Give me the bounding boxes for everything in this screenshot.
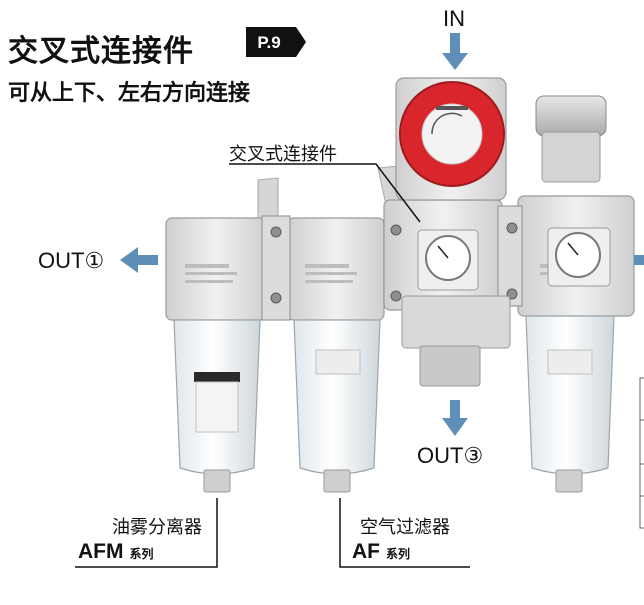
cross-connector-callout: 交叉式连接件 <box>229 144 337 165</box>
out1-port-label: OUT① <box>38 248 105 273</box>
af-series-label: 系列 <box>386 547 411 561</box>
table-edge <box>639 377 644 529</box>
page-title: 交叉式连接件 <box>8 34 194 69</box>
drain-valves <box>203 469 583 493</box>
pressure-gauge-right <box>547 227 611 287</box>
out3-port-label: OUT③ <box>417 443 484 468</box>
pressure-gauge-center <box>417 229 479 291</box>
afm-series-caption: AFM 系列 <box>78 540 154 564</box>
out3-arrow <box>442 400 468 436</box>
page-reference-label: P.9 <box>257 33 280 52</box>
in-arrow <box>442 33 468 70</box>
out1-arrow <box>120 247 158 273</box>
flow-arrows <box>120 33 644 436</box>
callout-lines <box>75 163 470 568</box>
connector-screws <box>270 222 518 304</box>
afm-code: AFM <box>78 540 124 563</box>
regulator-knob-grey <box>535 95 607 183</box>
af-code: AF <box>352 540 380 563</box>
filter-bowls <box>173 315 615 475</box>
af-name: 空气过滤器 <box>360 517 450 538</box>
af-series-caption: AF 系列 <box>352 540 410 564</box>
bowl-elements <box>194 349 593 433</box>
subtitle: 可从上下、左右方向连接 <box>8 81 251 106</box>
regulator-knob-red <box>399 81 505 187</box>
out2-arrow <box>634 255 644 265</box>
afm-name: 油雾分离器 <box>112 517 202 538</box>
in-port-label: IN <box>443 6 465 31</box>
afm-series-label: 系列 <box>129 547 154 561</box>
page-reference-badge[interactable]: P.9 <box>246 27 306 57</box>
